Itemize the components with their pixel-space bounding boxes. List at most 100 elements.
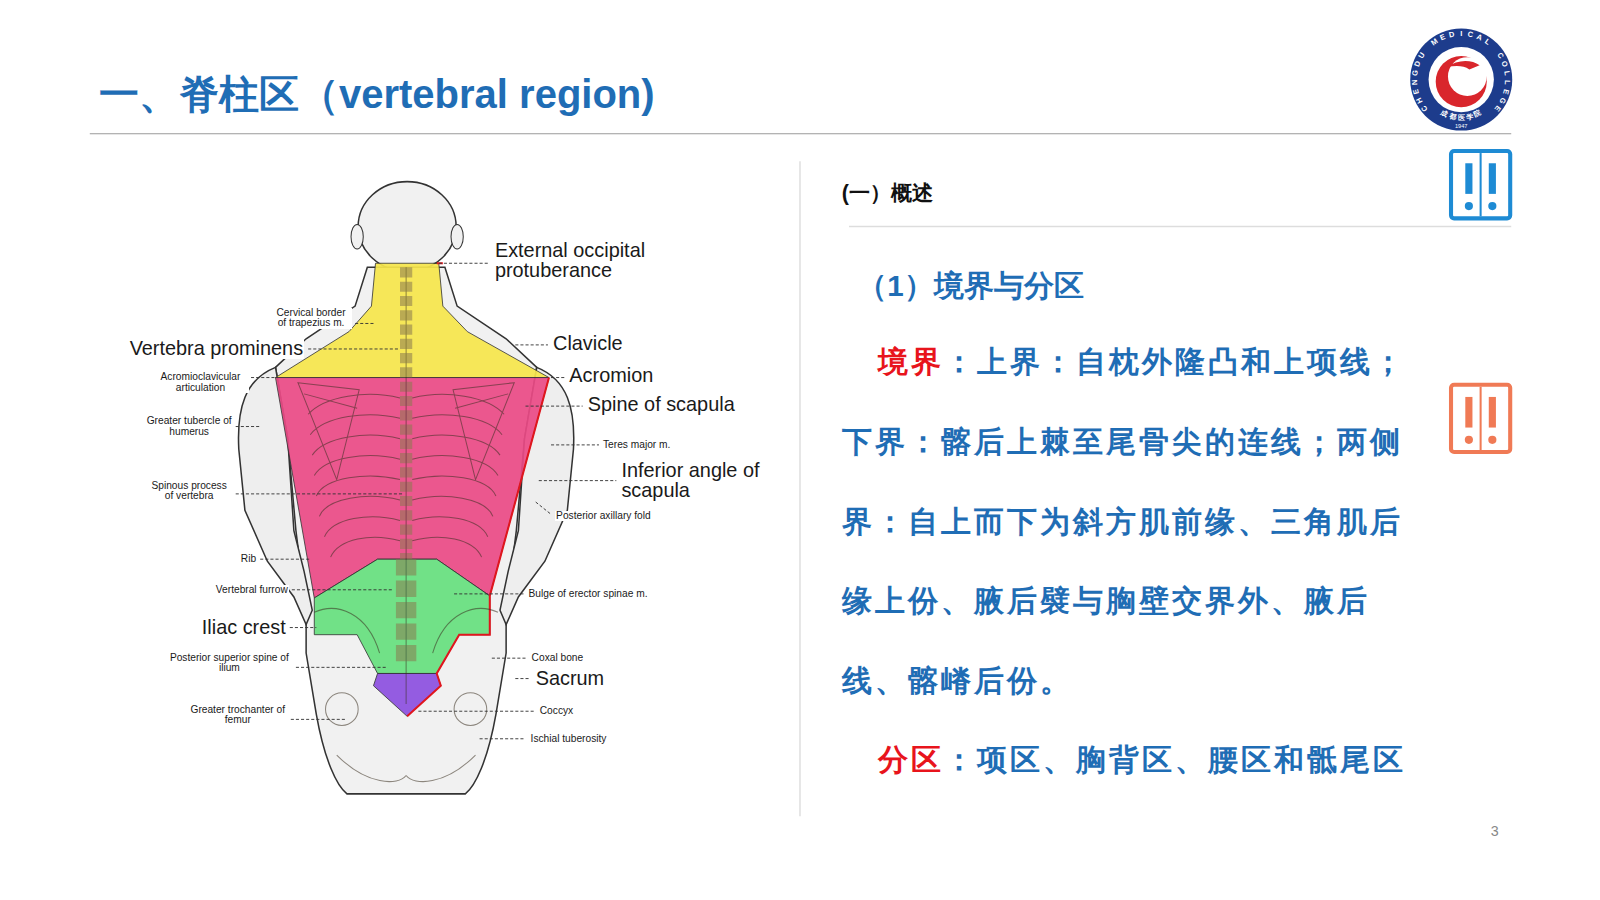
skeleton [412,415,502,435]
note-icon [1451,151,1510,218]
note-icon [1488,202,1496,210]
note-icon [1489,163,1496,194]
rules [90,134,1511,817]
anatomy-label: Acromioclavicular articulation [152,372,249,392]
slide-title: 一、脊柱区（vertebral region) [99,70,655,118]
leader-line [536,502,551,514]
skeleton [314,456,400,476]
skeleton [453,383,514,480]
leader-line [260,559,311,560]
leader-line [434,263,490,264]
anatomy-label: Rib [240,554,257,564]
skeleton [337,755,406,782]
anatomy-label: Teres major m. [602,440,671,450]
leader-line [236,426,262,427]
leader-line [551,444,599,445]
leader-line [480,738,526,739]
anatomy-label: Spine of scapula [587,395,736,415]
skeleton [406,755,475,782]
note-icon [1465,163,1472,194]
anatomy-label: Coxal bone [531,653,585,663]
leader-line [290,627,317,628]
leader-line [292,589,393,590]
anatomy-label: Sacrum [535,669,605,689]
anatomy-label: Vertebral furrow [215,585,289,595]
body-text: ：项区、胸背区、腰区和骶尾区 [944,743,1406,776]
body-figure [451,224,463,248]
anatomy-label: Greater tubercle of humerus [146,416,233,436]
region-fill [314,559,490,673]
leader-line [236,493,404,494]
leader-line [355,323,375,324]
skeleton [331,537,400,557]
logo-letter: L [1461,74,1512,89]
skeleton [324,517,400,537]
anatomy-label: Bulge of erector spinae m. [528,589,649,599]
region-border [407,378,549,717]
body-figure [358,182,456,272]
anatomy-label: Clavicle [552,334,624,354]
leader-line [551,377,564,378]
leader-line [308,348,398,349]
anatomy-label: Iliac crest [201,618,287,638]
skeleton [316,476,400,496]
leader-line [251,377,278,378]
leader-line [539,480,617,481]
note-icon [1465,436,1473,444]
skeleton [412,476,496,496]
skeleton [319,496,400,516]
leader-line [526,406,583,407]
region-border [407,263,549,716]
rules [849,226,1511,228]
body-text: ：上界：自枕外隆凸和上项线；下界：髂后上棘至尾骨尖的连线；两侧界：自上而下为斜方… [842,345,1406,696]
body-figure [351,224,363,248]
anatomy-label: Ischial tuberosity [530,734,608,744]
college-logo [1410,29,1512,131]
paragraph: 分区：项区、胸背区、腰区和骶尾区 [842,720,1562,800]
skeleton [310,415,400,435]
leader-line [492,658,527,659]
skeleton [433,609,498,653]
college-logo [1429,47,1494,112]
note-icon [1488,436,1496,444]
subheading: （1）境界与分区 [857,268,1083,304]
note-icon [1451,385,1510,452]
region-fill [276,263,549,716]
college-logo [1410,29,1512,131]
section-heading: (一）概述 [842,181,933,207]
skeleton [412,537,481,557]
logo-letter: I [1455,30,1467,80]
skeleton [314,609,379,653]
skeleton [412,517,488,537]
skeleton [412,456,498,476]
anatomy-label: Greater trochanter of femur [188,705,288,725]
skeleton [412,496,493,516]
leader-line [296,667,386,668]
leader-line [454,593,523,594]
note-icon [1465,397,1472,428]
college-logo [1447,61,1480,69]
term: 境界 [878,345,944,378]
note-icon [1480,387,1482,450]
skeleton [406,267,407,704]
leader-line [291,719,345,720]
skeleton [326,693,359,726]
anatomy-label: Cervical border of trapezius m. [270,308,352,328]
anatomy-label: Posterior superior spine of ilium [166,653,293,673]
anatomy-label: Acromion [568,366,654,386]
term: 分区 [878,743,944,776]
note-icon [1480,153,1482,216]
anatomy-label: Inferior angle of scapula [620,461,782,501]
rules [799,161,800,816]
anatomy-label: Spinous process of vertebra [146,481,233,501]
rules [90,133,1511,134]
skeleton [298,267,514,781]
leader-line [418,711,534,712]
anatomy-label: Posterior axillary fold [555,511,652,521]
logo-letter: 医 [1455,80,1467,122]
anatomy-label: External occipital protuberance [494,241,666,281]
college-logo [1436,56,1487,107]
skeleton [298,383,359,480]
note-icon [1451,385,1510,452]
